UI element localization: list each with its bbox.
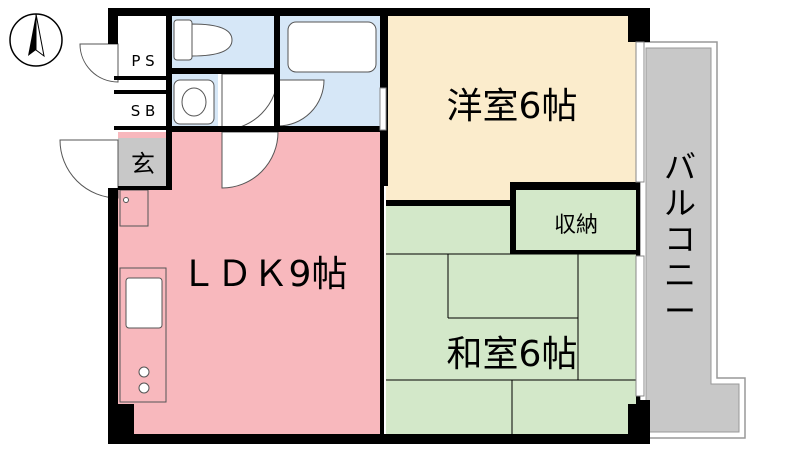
closet-floor — [514, 188, 638, 252]
balcony-label: バ ル コ ニ ー — [664, 148, 696, 330]
sb-box — [118, 94, 170, 126]
north-arrow-icon — [9, 13, 63, 67]
door-swings — [59, 43, 325, 199]
bathtub-icon — [287, 21, 377, 73]
balcony-label-char: ニ — [664, 256, 696, 294]
entrance-label: 玄 — [131, 150, 155, 178]
japanese-room-label: 和室6帖 — [447, 334, 578, 375]
entrance-floor — [118, 138, 170, 188]
western-room-label: 洋室6帖 — [447, 86, 578, 127]
ps-label: P S — [131, 52, 154, 70]
balcony-label-char: バ — [664, 148, 696, 186]
ps-box — [118, 44, 170, 76]
balcony-label-char: コ — [664, 220, 696, 258]
sink-icon — [173, 79, 215, 125]
windows — [379, 41, 645, 397]
balcony-label-char: ー — [664, 292, 696, 330]
balcony-label-char: ル — [664, 184, 696, 222]
closet-label: 収納 — [554, 213, 598, 238]
western-room-floor — [386, 16, 638, 202]
ldk-label: ＬＤＫ9帖 — [181, 254, 348, 295]
sb-label: S B — [131, 102, 156, 120]
kitchen-counter — [119, 189, 167, 403]
toilet-icon — [173, 19, 233, 61]
